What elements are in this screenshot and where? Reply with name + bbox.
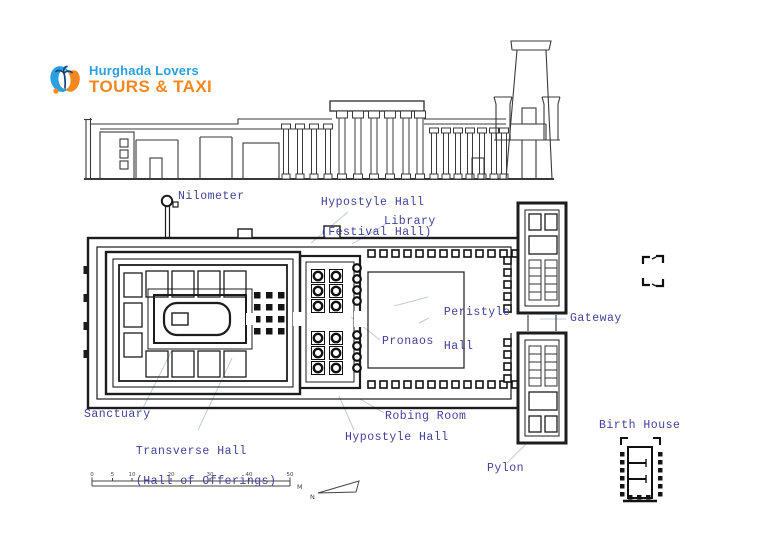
- scale-tick-30: 30: [207, 472, 214, 478]
- pylon-plan: [516, 201, 568, 445]
- label-transverse-line2: (Hall of Offerings): [135, 475, 277, 488]
- label-transverse-line1: Transverse Hall: [135, 445, 247, 458]
- label-hypostyle-festival-line1: Hypostyle Hall: [320, 196, 425, 209]
- logo-icon: [50, 65, 80, 94]
- label-sanctuary: Sanctuary: [84, 408, 151, 421]
- corner-marks-icon: [641, 254, 665, 288]
- scale-tick-10: 10: [129, 472, 136, 478]
- label-pylon: Pylon: [487, 462, 525, 475]
- scale-bar: [91, 477, 291, 487]
- birth-house-plan-drawing: [619, 437, 663, 503]
- label-hypostyle-festival: Hypostyle Hall (Festival Hall): [306, 180, 432, 240]
- north-label: N: [310, 493, 315, 501]
- scale-tick-40: 40: [246, 472, 253, 478]
- scale-tick-0: 0: [90, 472, 94, 478]
- temple-elevation-drawing: [84, 40, 561, 180]
- label-hypostyle-hall: Hypostyle Hall: [345, 431, 449, 444]
- scale-tick-5: 5: [111, 472, 115, 478]
- scale-unit: M: [297, 483, 303, 491]
- label-hypostyle-festival-line2: (Festival Hall): [320, 226, 432, 239]
- logo-brand-name: Hurghada Lovers: [89, 62, 199, 78]
- label-robing-room: Robing Room: [385, 410, 467, 423]
- nilometer-icon: [160, 194, 179, 238]
- label-birth-house: Birth House: [599, 419, 681, 432]
- north-arrow-icon: N: [310, 480, 360, 501]
- label-nilometer: Nilometer: [178, 190, 245, 203]
- temple-floor-plan-drawing: [83, 194, 568, 445]
- logo-tagline: TOURS & TAXI: [89, 76, 213, 96]
- peristyle-hall-plan: [367, 249, 520, 389]
- scale-tick-50: 50: [287, 472, 294, 478]
- site-logo: Hurghada Lovers TOURS & TAXI: [48, 60, 212, 98]
- wall-buttresses: [83, 266, 88, 358]
- hypostyle-hall-plan: [298, 254, 362, 390]
- label-transverse-hall: Transverse Hall (Hall of Offerings): [121, 429, 276, 489]
- label-library: Library: [384, 215, 436, 228]
- offering-hall-columns: [253, 291, 285, 335]
- label-peristyle-hall: Peristyle Hall: [429, 287, 510, 355]
- label-peristyle-line2: Hall: [443, 340, 474, 353]
- label-gateway: Gateway: [570, 312, 622, 325]
- scale-tick-20: 20: [168, 472, 175, 478]
- scale-bar-labels: 0 5 10 20 30 40 50 M: [90, 472, 302, 491]
- sanctuary-chamber: [147, 288, 253, 350]
- label-pronaos: Pronaos: [382, 335, 434, 348]
- label-peristyle-line1: Peristyle: [443, 306, 511, 319]
